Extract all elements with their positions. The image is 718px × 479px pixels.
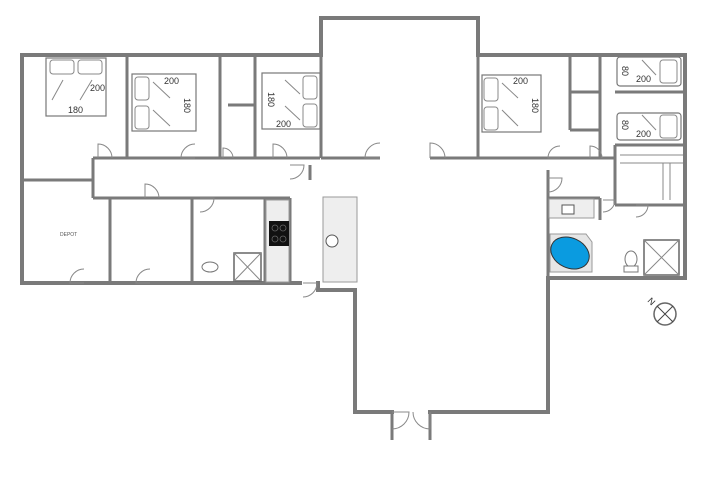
bed-length-label: 200	[90, 83, 105, 93]
doors	[69, 142, 649, 430]
bed-width-label: 80	[620, 120, 630, 130]
door	[602, 199, 616, 213]
door	[391, 411, 410, 430]
double-bed: 200 180	[481, 74, 542, 133]
door	[289, 164, 305, 180]
door	[222, 147, 234, 159]
door	[272, 143, 288, 159]
door	[589, 145, 603, 159]
hob-icon	[269, 221, 289, 246]
bed-length-label: 200	[513, 76, 528, 86]
single-bed: 200 80	[616, 112, 682, 141]
door	[135, 268, 151, 284]
door	[180, 143, 196, 159]
double-bed: 200 180	[261, 72, 321, 130]
door	[144, 183, 160, 199]
door	[635, 204, 649, 218]
bed-width-label: 80	[620, 66, 630, 76]
door	[547, 145, 561, 159]
door	[429, 142, 446, 159]
door	[97, 143, 113, 159]
bed-length-label: 200	[164, 76, 179, 86]
sauna-benches	[620, 154, 683, 200]
door	[364, 142, 381, 159]
double-bed: 180 200	[45, 57, 107, 117]
bed-width-label: 180	[266, 92, 276, 107]
exterior-wall	[20, 16, 687, 414]
single-bed: 200 80	[616, 56, 682, 87]
bed-width-label: 180	[530, 98, 540, 113]
bed-length-label: 200	[636, 74, 651, 84]
north-label: N	[646, 296, 658, 308]
door	[412, 411, 431, 430]
bed-length-label: 200	[636, 129, 651, 139]
toilet-icon	[201, 261, 219, 273]
shower-icon	[643, 239, 680, 276]
bed-width-label: 180	[68, 105, 83, 115]
shower-icon	[233, 252, 262, 282]
compass-icon: N	[646, 296, 677, 326]
sink-icon	[325, 234, 339, 248]
walls	[20, 16, 687, 440]
bed-length-label: 200	[276, 119, 291, 129]
room-label-depot: DEPOT	[60, 232, 77, 238]
door	[69, 268, 85, 284]
toilet-icon	[624, 250, 638, 268]
bathtub-icon	[550, 236, 590, 270]
washbasin-icon	[561, 204, 575, 215]
door	[547, 177, 563, 193]
entrance-wall	[390, 412, 432, 440]
door	[199, 197, 215, 213]
door	[302, 282, 318, 298]
bed-width-label: 180	[182, 98, 192, 113]
double-bed: 200 180	[131, 73, 197, 132]
